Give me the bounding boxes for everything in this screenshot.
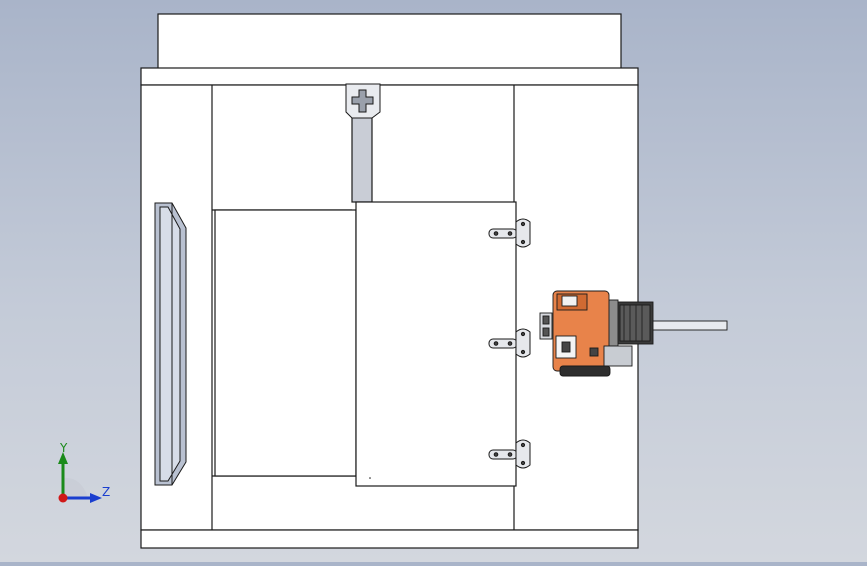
origin-dot bbox=[58, 493, 68, 503]
hinge-bottom bbox=[488, 439, 531, 469]
hinge-middle bbox=[488, 328, 531, 358]
top-cover bbox=[157, 13, 622, 70]
door-opening bbox=[214, 209, 357, 477]
y-axis-label: Y bbox=[60, 441, 68, 455]
guide-rod bbox=[351, 109, 373, 203]
triad-graphic bbox=[58, 452, 102, 503]
coordinate-triad: Y Z bbox=[48, 440, 118, 510]
shaft bbox=[649, 320, 728, 331]
top-flange bbox=[140, 67, 639, 86]
hinge-top bbox=[488, 218, 531, 248]
top-bracket bbox=[345, 83, 381, 119]
z-axis-label: Z bbox=[102, 485, 111, 499]
burner-motor bbox=[539, 290, 728, 377]
bottom-flange bbox=[140, 529, 639, 549]
left-window bbox=[154, 202, 187, 486]
